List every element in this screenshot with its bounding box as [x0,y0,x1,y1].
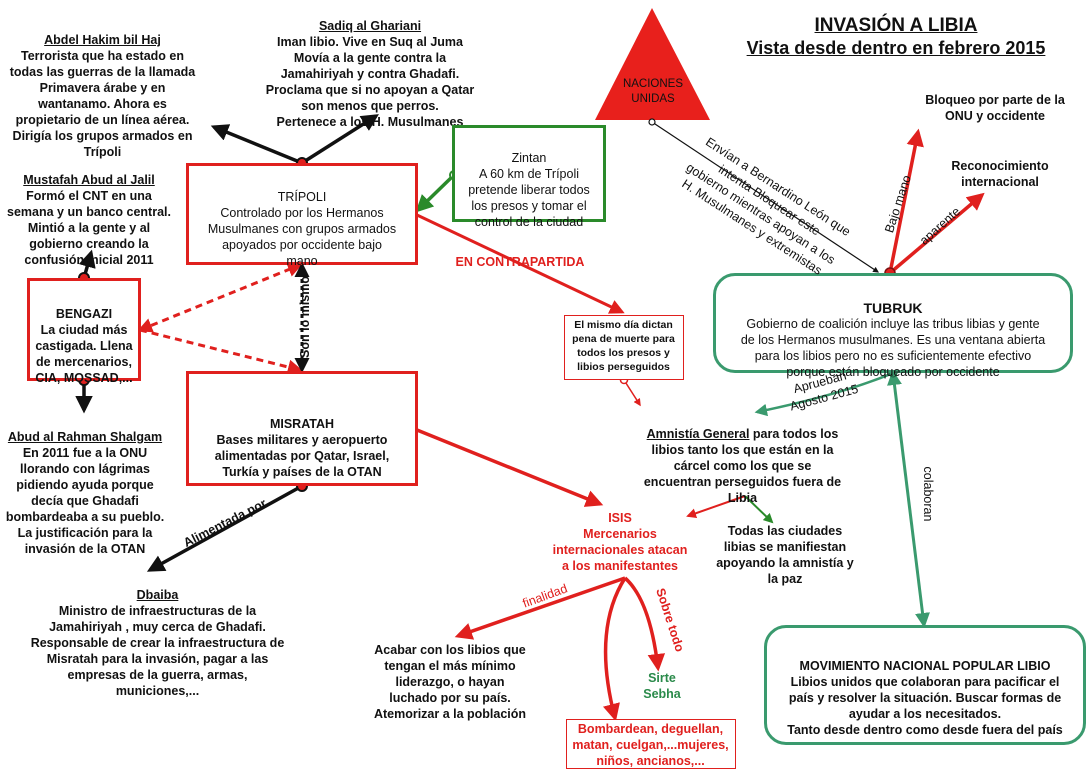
un-triangle [595,8,710,120]
amnistia-text: para todos los libios tanto los que está… [643,427,842,505]
dbaiba-text: Ministro de infraestructuras de la Jamah… [30,604,285,698]
misratah-title: MISRATAH [269,417,335,431]
sadiq-name: Sadiq al Ghariani [318,19,422,33]
bengazi-text: La ciudad más castigada. Llena de mercen… [35,323,133,385]
bombardean-arrow [602,577,627,722]
misratah-isis-arrow [416,428,604,507]
amnistia-isis-arrow [686,495,746,519]
mismo-dia-text: El mismo día dictan pena de muerte para … [572,319,675,373]
zintan-node[interactable]: Zintan A 60 km de Trípoli pretende libera… [452,125,606,229]
bloqueo-label: Bloqueo por parte de la ONU y occidente [925,93,1065,123]
abdulrahman-text: En 2011 fue a la ONU llorando con lágrim… [5,446,165,556]
misratah-text: Bases militares y aeropuerto alimentadas… [214,433,390,479]
bombardean-text: Bombardean, deguellan, matan, cuelgan,..… [572,722,729,768]
sirte-sebha-label: Sirte Sebha [643,671,681,701]
sadiq-text: Iman libio. Vive en Suq al Juma Movía a … [265,35,475,129]
colaboran-arrow [887,370,930,628]
contrapartida-label: EN CONTRAPARTIDA [455,255,585,269]
sobre-todo-arrow [623,576,666,672]
aprueban-arrow [754,371,894,417]
mnpl-node[interactable]: MOVIMIENTO NACIONAL POPULAR LIBIO Libios … [764,625,1086,745]
mismo-dia-amnistia-arrow [623,379,641,407]
amnistia-block: Amnistía General para todos los libios t… [630,410,855,506]
acabar-label: Acabar con los libios que tengan el más … [373,643,527,721]
zintan-title: Zintan [511,151,547,165]
envian-line [651,121,879,273]
mnpl-title: MOVIMIENTO NACIONAL POPULAR LIBIO [799,659,1051,673]
mustafah-text: Formó el CNT en una semana y un banco ce… [7,189,171,267]
reconocimiento-label: Reconocimiento internacional [951,159,1049,189]
misratah-node[interactable]: MISRATAH Bases militares y aeropuerto ali… [186,371,418,486]
ciudades-label: Todas las ciudades libias se manifiestan… [716,524,854,586]
bengazi-node[interactable]: BENGAZI La ciudad más castigada. Llena de… [27,278,141,385]
isis-label: ISIS Mercenarios internacionales atacan … [552,511,688,573]
abdulrahman-block: Abud al Rahman Shalgam En 2011 fue a la O… [0,413,170,557]
tubruk-red-arrows [888,128,985,275]
mnpl-text: Libios unidos que colaboran para pacific… [787,675,1063,737]
colaboran-label: colaboran [921,466,935,522]
abdel-name: Abdel Hakim bil Haj [44,33,161,47]
tripoli-node[interactable]: TRÍPOLI Controlado por los Hermanos Musul… [186,163,418,268]
mustafah-name: Mustafah Abud al Jalil [23,173,155,187]
abdel-text: Terrorista que ha estado en todas las gu… [9,49,196,159]
tubruk-title: TUBRUK [863,300,923,316]
finalidad-arrow [454,576,626,640]
abdulrahman-name: Abud al Rahman Shalgam [7,430,163,444]
tripoli-text: Controlado por los Hermanos Musulmanes c… [207,206,397,268]
un-label: NACIONES UNIDAS [622,78,684,105]
title-line-2: Vista desde dentro en febrero 2015 [746,38,1046,58]
dbaiba-name: Dbaiba [136,588,179,602]
bengazi-dashed-links [137,262,303,375]
amnistia-title: Amnistía General [646,427,750,441]
title-line-1: INVASIÓN A LIBIA [814,15,978,36]
bengazi-title: BENGAZI [55,307,113,321]
tubruk-text: Gobierno de coalición incluye las tribus… [740,317,1046,379]
alimentada-arrow [146,484,303,572]
zintan-text: A 60 km de Trípoli pretende liberar todo… [468,167,590,229]
tripoli-persons-arrows [210,114,379,165]
amnistia-ciudades-arrow [744,495,774,524]
zintan-arrow [415,173,456,213]
bombardean-node[interactable]: Bombardean, deguellan, matan, cuelgan,..… [566,719,736,769]
son-lo-mismo-label: Son lo mismo [298,276,312,358]
tripoli-title: TRÍPOLI [277,190,327,204]
mismo-dia-node[interactable]: El mismo día dictan pena de muerte para … [564,315,684,380]
contrapartida-arrow [416,213,625,314]
